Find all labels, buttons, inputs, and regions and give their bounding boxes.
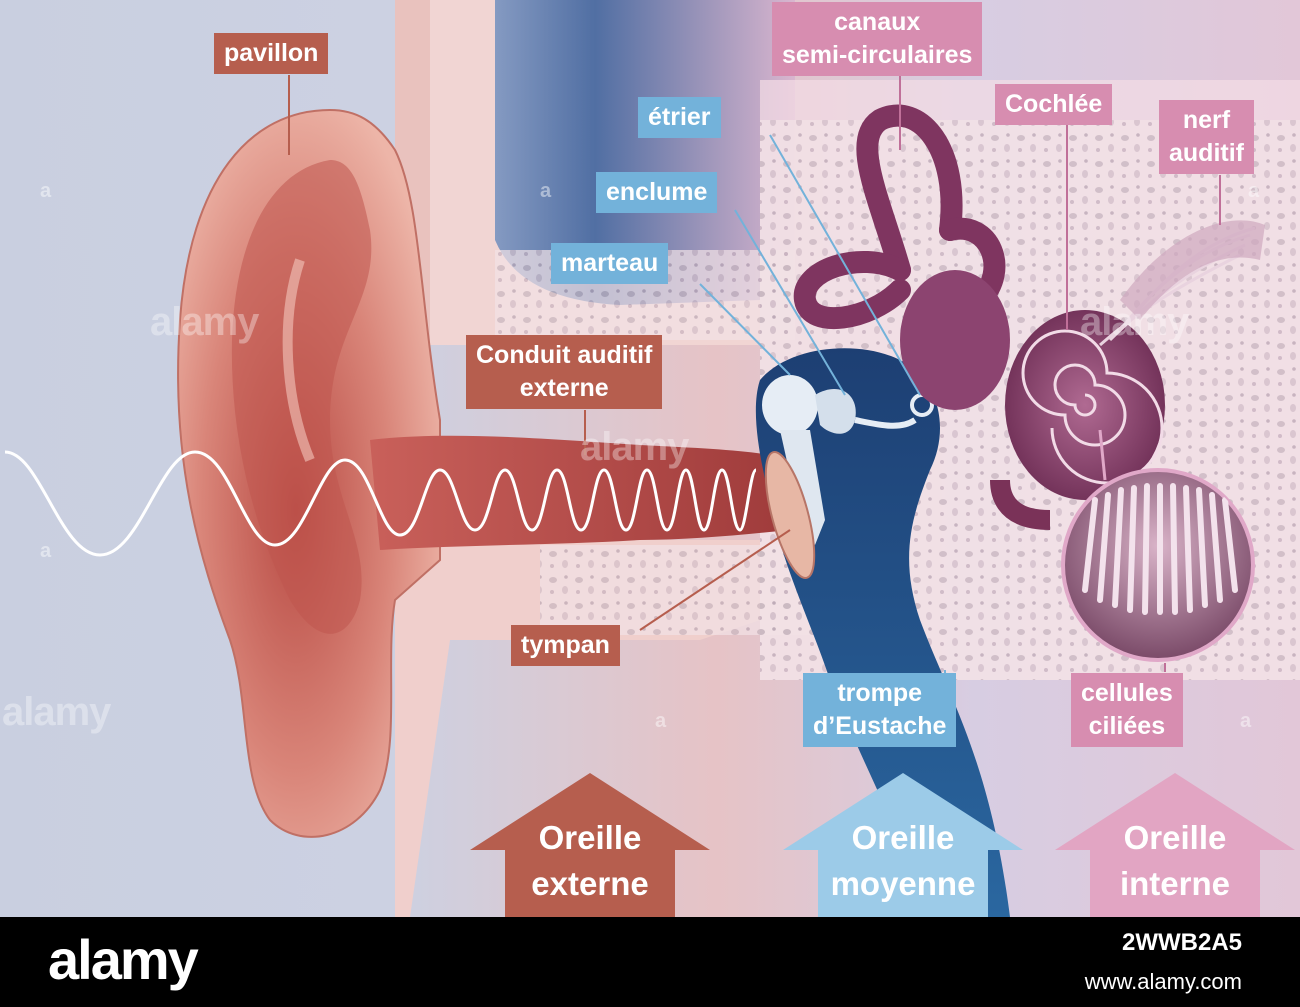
watermark-3: alamy [580, 425, 689, 469]
label-tympan: tympan [511, 625, 620, 666]
watermark-digit-1: a [40, 180, 52, 202]
image-id: 2WWB2A5 [1121, 929, 1242, 956]
sound-wave [4, 450, 758, 557]
ossicles-shape [762, 375, 934, 545]
watermark-1: alamy [150, 300, 259, 344]
region-arrows [470, 773, 1295, 917]
label-conduit-auditif: Conduit auditif externe [466, 335, 663, 409]
leader-lines [288, 72, 1221, 690]
ear-anatomy-diagram: alamy alamy alamy alamy a a a a a a pavi… [0, 0, 1300, 917]
region-oreille-externe: Oreille externe [531, 819, 649, 902]
eardrum-shape [764, 451, 816, 579]
region-oreille-interne: Oreille interne [1119, 819, 1231, 902]
watermark-2: alamy [2, 690, 111, 734]
cochlea-shape [990, 310, 1165, 530]
hair-cells-magnifier [1061, 429, 1255, 662]
ear-canal-shape [370, 435, 790, 550]
label-cellules-ciliees: cellules ciliées [1071, 673, 1183, 747]
watermark-digit-6: a [655, 710, 667, 732]
label-etrier: étrier [638, 97, 721, 138]
label-pavillon: pavillon [214, 33, 329, 74]
label-canaux-semi-circulaires: canaux semi-circulaires [772, 2, 983, 76]
pinna-shape [177, 108, 441, 838]
ear-illustration [4, 0, 1300, 917]
watermark-digit-4: a [1248, 180, 1260, 202]
site-url: www.alamy.com [1084, 969, 1242, 994]
label-marteau: marteau [551, 243, 669, 284]
label-nerf-auditif: nerf auditif [1159, 100, 1254, 174]
nerf-bundle [1120, 220, 1265, 320]
label-trompe-eustache: trompe d’Eustache [803, 673, 957, 747]
watermark-4: alamy [1080, 300, 1189, 344]
label-enclume: enclume [596, 172, 718, 213]
alamy-logo: alamy [48, 928, 199, 991]
watermark-digit-2: a [40, 540, 52, 562]
label-cochlee: Cochlée [995, 84, 1113, 125]
vestibule-shape [900, 270, 1010, 410]
region-oreille-moyenne: Oreille moyenne [830, 819, 976, 902]
watermark-digit-3: a [540, 180, 552, 202]
watermark-digit-5: a [1240, 710, 1252, 732]
stock-footer: alamy 2WWB2A5 www.alamy.com [0, 917, 1300, 1007]
